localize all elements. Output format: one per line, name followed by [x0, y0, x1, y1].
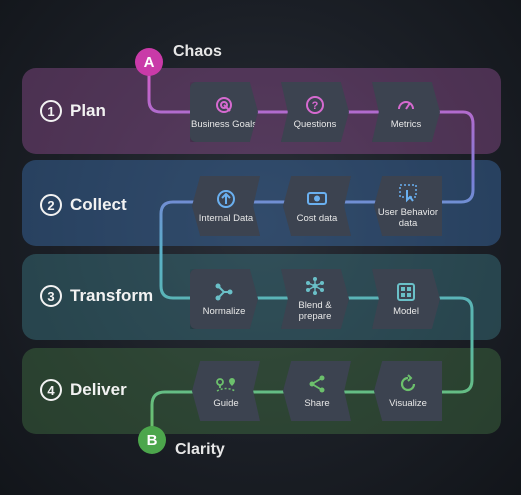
end-label: Clarity — [175, 441, 225, 458]
money-icon — [306, 189, 328, 209]
step-label: Metrics — [390, 118, 422, 130]
step-label: User Behavior data — [377, 207, 439, 229]
network-icon — [305, 276, 325, 296]
step-label: Cost data — [296, 212, 338, 224]
gauge-icon — [396, 95, 416, 115]
step-label: Visualize — [389, 397, 427, 409]
question-icon: ? — [305, 95, 325, 115]
step-metrics[interactable]: Metrics — [372, 82, 440, 142]
refresh-icon — [398, 373, 418, 394]
pointer-icon — [398, 183, 418, 203]
step-user-behavior-data[interactable]: User Behavior data — [374, 176, 442, 236]
stage-number: 2 — [40, 194, 62, 216]
grid-icon — [396, 282, 416, 302]
share-icon — [307, 374, 327, 394]
stage-number: 4 — [40, 379, 62, 401]
step-normalize[interactable]: Normalize — [190, 269, 258, 329]
stage-label-collect: 2 Collect — [40, 194, 127, 216]
stage-title: Collect — [70, 195, 127, 214]
stage-label-deliver: 4 Deliver — [40, 379, 127, 401]
stage-number: 1 — [40, 100, 62, 122]
stage-label-transform: 3 Transform — [40, 285, 153, 307]
stage-title: Deliver — [70, 380, 127, 399]
step-business-goals[interactable]: Business Goals — [190, 82, 258, 142]
step-label: Blend & prepare — [298, 300, 332, 322]
step-guide[interactable]: Guide — [192, 361, 260, 421]
start-marker: A — [135, 48, 163, 76]
step-model[interactable]: Model — [372, 269, 440, 329]
target-icon — [214, 95, 234, 115]
stage-title: Plan — [70, 101, 106, 120]
step-label: Questions — [293, 118, 337, 130]
step-label: Guide — [213, 397, 239, 409]
step-label: Share — [304, 397, 330, 409]
step-questions[interactable]: ? Questions — [281, 82, 349, 142]
step-share[interactable]: Share — [283, 361, 351, 421]
step-label: Normalize — [202, 305, 246, 317]
end-marker: B — [138, 426, 166, 454]
start-label: Chaos — [173, 43, 222, 60]
stage-number: 3 — [40, 285, 62, 307]
map-pin-icon — [214, 374, 238, 394]
merge-icon — [214, 282, 234, 302]
upload-icon — [216, 189, 236, 209]
step-blend-prepare[interactable]: Blend & prepare — [281, 269, 349, 329]
step-cost-data[interactable]: Cost data — [283, 176, 351, 236]
svg-text:?: ? — [312, 100, 319, 112]
step-label: Business Goals — [190, 118, 257, 130]
stage-label-plan: 1 Plan — [40, 100, 106, 122]
step-label: Internal Data — [198, 212, 254, 224]
step-internal-data[interactable]: Internal Data — [192, 176, 260, 236]
step-visualize[interactable]: Visualize — [374, 361, 442, 421]
stage-title: Transform — [70, 286, 154, 305]
step-label: Model — [393, 305, 419, 317]
